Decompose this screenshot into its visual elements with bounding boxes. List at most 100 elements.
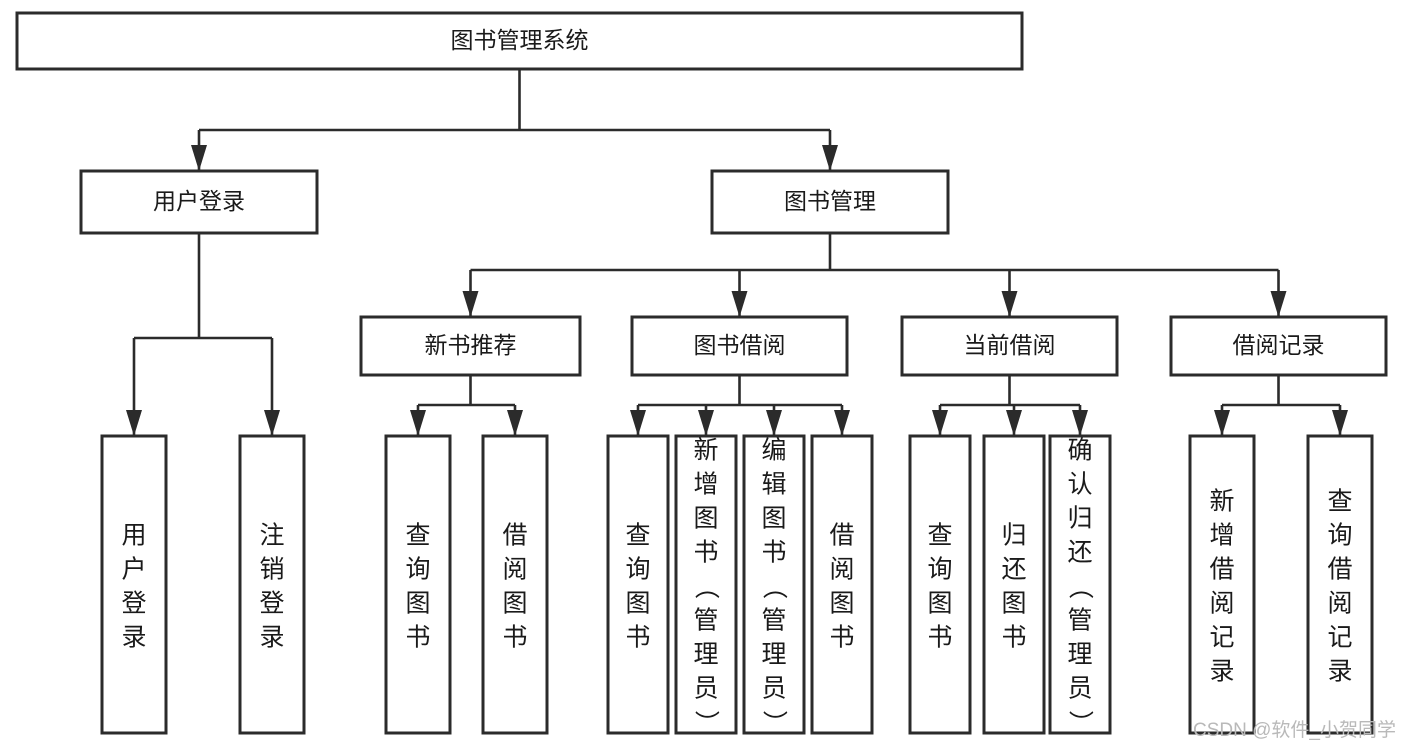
node-box[interactable] (674, 434, 738, 735)
node-label-char: 理 (1067, 641, 1092, 669)
node-label-char: 用 (121, 522, 146, 550)
node-label: 借阅记录 (1233, 332, 1325, 358)
node-label-char: 记 (1209, 624, 1234, 652)
arrow-head-icon (731, 291, 748, 317)
arrow-head-icon (264, 410, 280, 436)
node-box[interactable] (100, 434, 168, 735)
node-label-char: 记 (1327, 624, 1352, 652)
node-label-char: 图 (1001, 590, 1026, 618)
node-label-char: 询 (927, 556, 952, 584)
node-label-char: 询 (1327, 522, 1352, 550)
node-label-char: 查 (625, 522, 650, 550)
node-label-char: 登 (121, 590, 146, 618)
node-box[interactable] (982, 434, 1046, 735)
arrow-head-icon (1006, 410, 1022, 436)
node-box[interactable] (15, 11, 1024, 71)
arrow-head-icon (191, 145, 207, 171)
node-label: 用户登录 (153, 188, 245, 214)
node-label-char: 新 (693, 437, 718, 465)
node-layer: 图书管理系统用户登录图书管理新书推荐图书借阅当前借阅借阅记录用户登录注销登录查询… (15, 11, 1388, 735)
node-label-char: 登 (259, 590, 284, 618)
arrow-head-icon (822, 145, 838, 171)
node-label-char: 书 (761, 539, 786, 567)
node-box[interactable] (630, 315, 849, 377)
node-label-char: 录 (121, 624, 146, 652)
node-box[interactable] (359, 315, 582, 377)
node-label-char: 书 (405, 624, 430, 652)
node-label-char: 书 (1001, 624, 1026, 652)
node-box[interactable] (1169, 315, 1388, 377)
level3-node-e5809fe99885e8aeb0e5bd95[interactable]: 借阅记录 (1169, 315, 1388, 377)
node-box[interactable] (1306, 434, 1374, 735)
node-label: 图书管理系统 (451, 27, 589, 53)
node-label-char: ） (760, 710, 788, 735)
node-label-char: 管 (761, 607, 786, 635)
node-box[interactable] (810, 434, 874, 735)
node-label-char: 管 (1067, 607, 1092, 635)
node-label: 新书推荐 (425, 332, 517, 358)
node-box[interactable] (606, 434, 670, 735)
node-label-char: 书 (927, 624, 952, 652)
arrow-head-icon (462, 291, 479, 317)
node-box[interactable] (1048, 434, 1112, 735)
node-label-char: 查 (405, 522, 430, 550)
node-box[interactable] (1188, 434, 1256, 735)
arrow-head-icon (1332, 410, 1348, 436)
arrow-head-icon (1072, 410, 1088, 436)
node-label-char: 图 (693, 505, 718, 533)
level2-node-e59bbee4b9a6e7aea1e79086[interactable]: 图书管理 (710, 169, 950, 235)
node-label-char: 员 (693, 675, 718, 703)
node-label-char: 询 (405, 556, 430, 584)
node-label-char: 书 (693, 539, 718, 567)
node-label-char: ） (692, 710, 720, 735)
leaf-node-e794a8e688b7e799bbe5bd95[interactable]: 用户登录 (100, 434, 168, 735)
node-box[interactable] (384, 434, 452, 735)
node-label-char: 辑 (761, 471, 786, 499)
arrow-head-icon (834, 410, 850, 436)
watermark-text: CSDN @软件_小贺同学 (1193, 719, 1396, 741)
node-box[interactable] (710, 169, 950, 235)
arrow-head-icon (630, 410, 646, 436)
node-label-char: （ (760, 574, 788, 599)
node-box[interactable] (238, 434, 306, 735)
node-box[interactable] (742, 434, 806, 735)
node-label-char: 查 (1327, 488, 1352, 516)
arrow-head-icon (932, 410, 948, 436)
level3-node-e59bbee4b9a6e5809fe99885[interactable]: 图书借阅 (630, 315, 849, 377)
node-label-char: 户 (121, 556, 146, 584)
node-label-char: 查 (927, 522, 952, 550)
node-label-char: 录 (259, 624, 284, 652)
node-label-char: （ (692, 574, 720, 599)
level3-node-e696b0e4b9a6e68ea8e88d90[interactable]: 新书推荐 (359, 315, 582, 377)
node-label-char: 注 (259, 522, 284, 550)
node-label-char: 图 (761, 505, 786, 533)
arrow-head-icon (1214, 410, 1230, 436)
node-label-char: 归 (1067, 505, 1092, 533)
arrow-head-icon (126, 410, 142, 436)
node-label-char: 确 (1067, 437, 1092, 465)
root-node-e59bbee4b9a6e7aea1e79086e7b3bbe7bb9f[interactable]: 图书管理系统 (15, 11, 1024, 71)
node-box[interactable] (481, 434, 549, 735)
arrow-head-icon (698, 410, 714, 436)
node-box[interactable] (908, 434, 972, 735)
level3-node-e5bd93e5898de5809fe99885[interactable]: 当前借阅 (900, 315, 1119, 377)
node-label-char: 理 (693, 641, 718, 669)
node-box[interactable] (900, 315, 1119, 377)
level2-node-e794a8e688b7e799bbe5bd95[interactable]: 用户登录 (79, 169, 319, 235)
node-box[interactable] (79, 169, 319, 235)
node-label-char: 借 (829, 522, 854, 550)
node-label: 当前借阅 (964, 332, 1056, 358)
